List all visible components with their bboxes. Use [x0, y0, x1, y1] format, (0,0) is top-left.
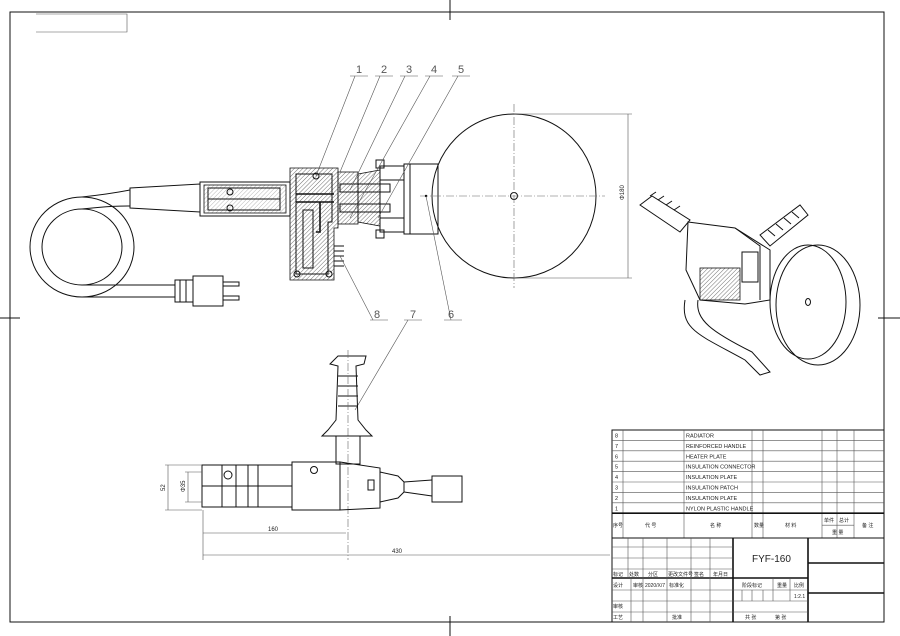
dimension-disc-diameter: Φ180: [620, 185, 626, 200]
heater-disc: [420, 104, 605, 288]
part-name: INSULATION PATCH: [686, 486, 738, 492]
part-name: REINFORCED HANDLE: [686, 444, 747, 450]
header-remark: 备 注: [862, 522, 873, 529]
power-plug: [174, 275, 240, 307]
callout-6: 6: [448, 309, 454, 321]
part-name: NYLON PLASTIC HANDLE: [686, 506, 754, 512]
dimension-handle-length: 160: [268, 527, 279, 533]
part-name: INSULATION CONNECTOR: [686, 465, 755, 471]
dimension-height: 52: [161, 484, 167, 491]
tb-sheet-total: 共 张: [745, 614, 756, 621]
isometric-view: [639, 191, 861, 376]
tb-approve: 批准: [672, 614, 682, 621]
header-qty: 数量: [754, 522, 764, 529]
callout-4: 4: [431, 64, 437, 76]
tb-review: 审核: [613, 603, 623, 610]
part-no: 5: [615, 465, 618, 471]
tb-date: 2020/X/7: [645, 583, 665, 589]
tb-designer: 审核: [633, 582, 643, 589]
header-material: 材 料: [785, 522, 796, 529]
model-number: FYF-160: [752, 554, 791, 565]
dimension-total-length: 430: [392, 549, 403, 555]
parts-list-table: 8 RADIATOR 7 REINFORCED HANDLE 6 HEATER PLATE…: [611, 429, 885, 539]
top-view: 52 Φ35 160 430: [161, 350, 610, 560]
tb-sheet-no: 第 张: [775, 614, 786, 621]
part-no: 2: [615, 496, 618, 502]
part-no: 7: [615, 444, 618, 450]
part-name: INSULATION PLATE: [686, 475, 737, 481]
title-block: FYF-160 标记 处数 分区 更改文件号 签名 年月日 设计 审核 2020…: [611, 537, 885, 623]
callout-2: 2: [381, 64, 387, 76]
header-name: 名 称: [710, 522, 721, 529]
callout-1: 1: [356, 64, 362, 76]
part-name: INSULATION PLATE: [686, 496, 737, 502]
tb-date-col: 年月日: [713, 571, 728, 578]
header-total: 总计: [839, 517, 849, 524]
callout-3: 3: [406, 64, 412, 76]
front-view: Φ180: [29, 104, 632, 307]
part-no: 4: [615, 475, 618, 481]
tb-design: 设计: [613, 582, 623, 589]
header-code: 代 号: [645, 522, 656, 529]
tb-change-doc: 更改文件号: [668, 571, 693, 578]
callout-7: 7: [410, 309, 416, 321]
tb-mark: 标记: [613, 571, 623, 578]
tb-scale: 比例: [794, 582, 804, 589]
part-name: HEATER PLATE: [686, 454, 727, 460]
tb-process: 工艺: [613, 615, 623, 621]
tb-sign: 签名: [694, 571, 704, 578]
tb-weight: 重量: [777, 582, 787, 589]
callout-5: 5: [458, 64, 464, 76]
tb-count: 处数: [629, 571, 639, 578]
tb-standard: 标准化: [669, 582, 684, 589]
part-name: RADIATOR: [686, 434, 714, 440]
header-unit: 单件: [824, 517, 834, 524]
part-no: 8: [615, 434, 618, 440]
part-no: 1: [615, 506, 618, 512]
header-no: 序号: [613, 522, 623, 529]
tb-zone: 分区: [648, 571, 658, 578]
callouts: 1 2 3 4 5 6 7 8: [315, 64, 470, 411]
radiator-fins: [334, 245, 344, 267]
header-weight: 重 量: [832, 529, 843, 536]
dimension-grip-diameter: Φ35: [181, 480, 187, 492]
tb-stage: 阶段标记: [742, 582, 762, 589]
tb-scale-value: 1:2.1: [794, 594, 805, 600]
callout-8: 8: [374, 309, 380, 321]
part-no: 3: [615, 486, 618, 492]
part-no: 6: [615, 454, 618, 460]
